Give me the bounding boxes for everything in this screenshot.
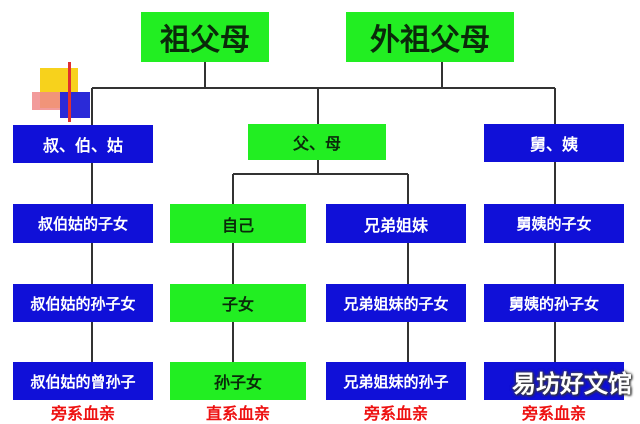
- node-paternal-great-grandchildren: 叔伯姑的曾孙子: [13, 362, 153, 400]
- label-lineal: 直系血亲: [205, 404, 270, 423]
- node-siblings: 兄弟姐妹: [326, 204, 466, 243]
- node-self: 自己: [170, 204, 306, 243]
- node-maternal-grandparents: 外祖父母: [346, 12, 514, 62]
- node-grandparents: 祖父母: [141, 12, 269, 62]
- label-collateral-2: 旁系血亲: [363, 404, 428, 423]
- node-paternal-cousins-grandchildren: 叔伯姑的孙子女: [13, 284, 153, 322]
- node-maternal-grandchildren: 舅姨的孙子女: [484, 284, 624, 322]
- node-children: 子女: [170, 284, 306, 322]
- node-siblings-children: 兄弟姐妹的子女: [326, 284, 466, 322]
- node-parents: 父、母: [248, 124, 386, 160]
- node-uncles-aunts-maternal: 舅、姨: [484, 124, 624, 162]
- node-maternal-cousins: 舅姨的子女: [484, 204, 624, 243]
- node-maternal-great-placeholder: [484, 362, 624, 400]
- node-uncles-aunts-paternal: 叔、伯、姑: [13, 125, 153, 163]
- node-paternal-cousins: 叔伯姑的子女: [13, 204, 153, 243]
- watermark-text: 易坊好文馆: [512, 370, 632, 398]
- label-collateral-1: 旁系血亲: [50, 404, 115, 423]
- node-grandchildren: 孙子女: [170, 362, 306, 400]
- label-collateral-3: 旁系血亲: [521, 404, 586, 423]
- node-siblings-grandchildren: 兄弟姐妹的孙子: [326, 362, 466, 400]
- decorative-squares: [22, 62, 102, 124]
